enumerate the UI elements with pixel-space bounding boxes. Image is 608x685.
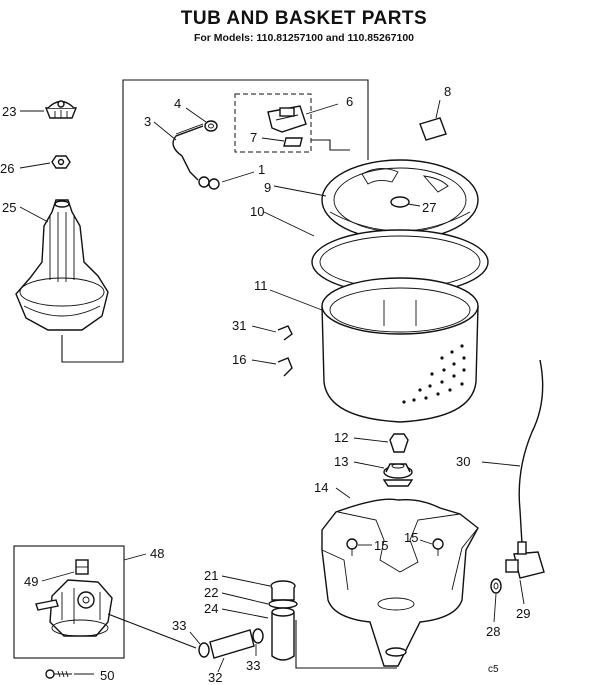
agitator-group-connector: [61, 79, 369, 363]
tub-screw-left-part: [346, 538, 358, 556]
label-part-26: 26: [0, 161, 14, 176]
pump-group-box: [13, 545, 125, 659]
label-part-24: 24: [204, 601, 218, 616]
label-part-14: 14: [314, 480, 328, 495]
hose-clamp-part: [198, 176, 220, 190]
switch-clip-part: [283, 137, 303, 147]
hose-clamp-right-part: [252, 628, 264, 644]
label-part-23: 23: [2, 104, 16, 119]
label-part-33-right: 33: [246, 658, 260, 673]
label-part-32: 32: [208, 670, 222, 685]
drain-connector-line: [295, 620, 397, 669]
label-part-31: 31: [232, 318, 246, 333]
label-part-16: 16: [232, 352, 246, 367]
label-part-49: 49: [24, 574, 38, 589]
agitator-nut-part: [51, 155, 71, 169]
hub-part: [382, 463, 414, 487]
pump-nut-part: [75, 559, 89, 575]
basket-perforations: [402, 344, 466, 404]
label-part-28: 28: [486, 624, 500, 639]
label-part-29: 29: [516, 606, 530, 621]
corner-mark: c5: [488, 664, 499, 675]
label-part-13: 13: [334, 454, 348, 469]
pump-hose-part: [209, 629, 255, 659]
label-part-15-left: 15: [374, 538, 388, 553]
basket-part: [321, 277, 479, 423]
label-part-3: 3: [144, 114, 151, 129]
diagram-title: TUB AND BASKET PARTS: [180, 8, 428, 29]
switch-connector-line: [311, 139, 350, 151]
hose-clamp-left-part: [198, 642, 210, 658]
label-part-48: 48: [150, 546, 164, 561]
drain-washer-part: [490, 578, 502, 594]
pressure-hose-part: [172, 125, 204, 181]
grommet-part: [204, 120, 218, 132]
outlet-fitting-part: [268, 580, 298, 609]
label-part-8: 8: [444, 84, 451, 99]
label-part-10: 10: [250, 204, 264, 219]
agitator-cap-part: [44, 100, 78, 119]
spring-clip-part: [277, 357, 293, 377]
label-part-27: 27: [422, 200, 436, 215]
tub-screw-right-part: [432, 538, 444, 556]
label-part-4: 4: [174, 96, 181, 111]
hub-nut-part: [389, 433, 409, 453]
tub-cover-part: [321, 159, 479, 241]
label-part-22: 22: [204, 585, 218, 600]
drain-connector-part: [505, 541, 545, 579]
label-part-11: 11: [254, 278, 268, 293]
label-part-50: 50: [100, 668, 114, 683]
label-part-15-right: 15: [404, 530, 418, 545]
label-part-21: 21: [204, 568, 218, 583]
diagram-subtitle: For Models: 110.81257100 and 110.8526710…: [193, 32, 415, 44]
switch-group-box: [234, 93, 312, 153]
pump-assembly-part: [35, 579, 113, 637]
outlet-tube-part: [271, 607, 295, 661]
agitator-part: [15, 199, 109, 331]
label-part-1: 1: [258, 162, 265, 177]
cover-plate-part: [419, 117, 447, 141]
drain-hose-part: [518, 359, 544, 545]
label-part-12: 12: [334, 430, 348, 445]
label-part-25: 25: [2, 200, 16, 215]
label-part-30: 30: [456, 454, 470, 469]
outer-tub-part: [321, 498, 479, 667]
pressure-switch-part: [267, 105, 307, 133]
label-part-33-left: 33: [172, 618, 186, 633]
pump-screw-part: [45, 669, 72, 679]
label-part-7: 7: [250, 130, 257, 145]
label-part-9: 9: [264, 180, 271, 195]
label-part-6: 6: [346, 94, 353, 109]
basket-clip-part: [277, 325, 293, 341]
